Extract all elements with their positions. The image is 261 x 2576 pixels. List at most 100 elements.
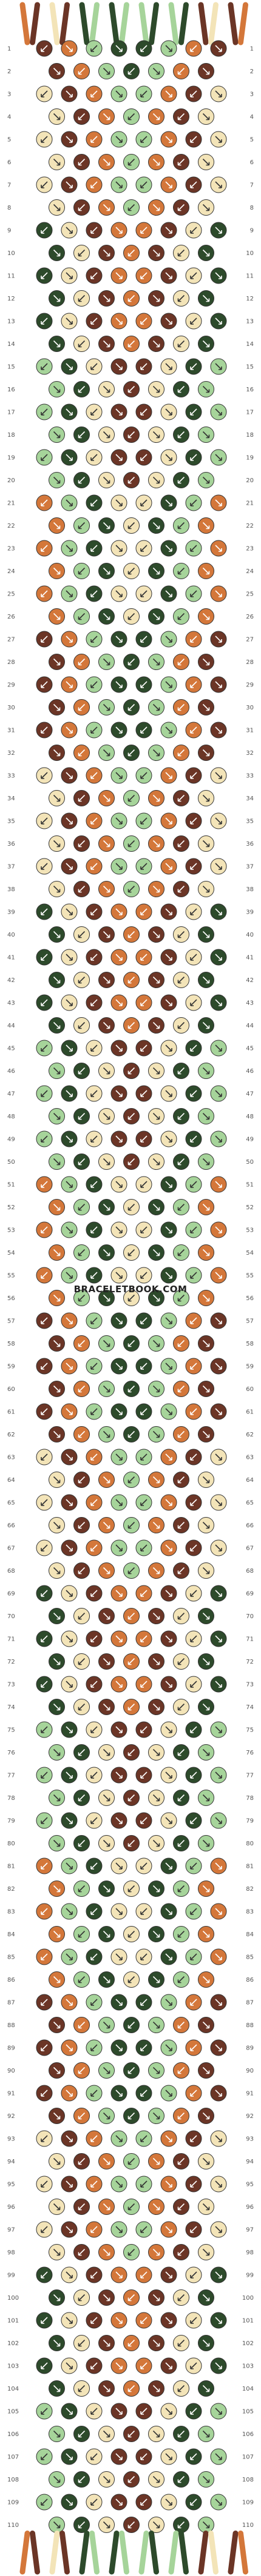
- knot-arrow-icon: [177, 794, 185, 802]
- knot-arrow-icon: [103, 522, 110, 529]
- knot-arrow-icon: [127, 2294, 135, 2302]
- knot-arrow-icon: [78, 1521, 86, 1529]
- row-number-right: 67: [246, 1545, 254, 1552]
- knot-arrow-icon: [127, 1249, 135, 1256]
- knot-arrow-icon: [78, 2294, 86, 2302]
- knot-arrow-icon: [215, 636, 222, 643]
- knot-arrow-icon: [215, 1044, 222, 1052]
- knot-arrow-icon: [90, 954, 98, 961]
- knot-arrow-icon: [90, 1317, 98, 1324]
- knot-arrow-icon: [41, 1999, 48, 2006]
- knot-arrow-icon: [41, 908, 48, 915]
- string-bottom-13: [198, 2531, 209, 2575]
- knot-arrow-icon: [90, 2271, 98, 2279]
- row-number-right: 101: [242, 2318, 254, 2325]
- knot-arrow-icon: [78, 1158, 86, 1166]
- knot-arrow-icon: [165, 681, 172, 688]
- row-number-right: 48: [246, 1114, 254, 1120]
- knot-arrow-icon: [53, 2021, 61, 2029]
- knot-arrow-icon: [115, 1408, 123, 1415]
- row-number-right: 75: [246, 1727, 254, 1734]
- row-number-left: 104: [7, 2386, 19, 2392]
- knot-arrow-icon: [90, 863, 98, 870]
- row-number-right: 45: [246, 1046, 254, 1052]
- knot-arrow-icon: [190, 1681, 197, 1688]
- knot-arrow-icon: [140, 1090, 147, 1097]
- knot-arrow-icon: [165, 1635, 172, 1642]
- string-bottom-4: [59, 2531, 70, 2575]
- knot-arrow-icon: [215, 272, 222, 279]
- row-number-right: 72: [246, 1659, 254, 1665]
- row-number-right: 62: [246, 1432, 254, 1438]
- knot-arrow-icon: [41, 1181, 48, 1188]
- knot-arrow-icon: [127, 1339, 135, 1347]
- knot-arrow-icon: [41, 1272, 48, 1279]
- knot-arrow-icon: [190, 681, 197, 688]
- knot-arrow-icon: [215, 1135, 222, 1143]
- knot-arrow-icon: [103, 2430, 110, 2438]
- knot-arrow-icon: [177, 1339, 185, 1347]
- knot-arrow-icon: [202, 204, 210, 211]
- knot-arrow-icon: [215, 999, 222, 1006]
- knot-arrow-icon: [127, 1839, 135, 1847]
- knot-arrow-icon: [53, 1567, 61, 1575]
- knot-arrow-icon: [90, 90, 98, 98]
- knot-arrow-icon: [202, 522, 210, 529]
- string-top-3: [49, 2, 60, 45]
- row-number-right: 88: [246, 2022, 254, 2029]
- knot-arrow-icon: [202, 2066, 210, 2074]
- row-number-right: 40: [246, 932, 254, 938]
- knot-arrow-icon: [190, 1726, 197, 1733]
- knot-arrow-icon: [103, 1885, 110, 1893]
- knot-arrow-icon: [90, 499, 98, 506]
- knot-arrow-icon: [66, 726, 73, 734]
- knot-arrow-icon: [152, 1885, 160, 1893]
- knot-arrow-icon: [66, 1953, 73, 1960]
- row-number-right: 4: [250, 114, 254, 121]
- knot-arrow-icon: [127, 1521, 135, 1529]
- knot-arrow-icon: [152, 113, 160, 121]
- knot-arrow-icon: [127, 1612, 135, 1620]
- knot-arrow-icon: [90, 1681, 98, 1688]
- knot-arrow-icon: [165, 2135, 172, 2142]
- knot-arrow-icon: [140, 2090, 147, 2097]
- row-number-right: 5: [250, 137, 254, 144]
- knot-arrow-icon: [202, 113, 210, 121]
- row-number-left: 47: [7, 1091, 15, 1098]
- row-number-left: 71: [7, 1636, 15, 1643]
- knot-arrow-icon: [177, 1703, 185, 1711]
- row-number-right: 92: [246, 2113, 254, 2120]
- knot-arrow-icon: [115, 1272, 123, 1279]
- knot-arrow-icon: [103, 113, 110, 121]
- knot-arrow-icon: [165, 45, 172, 52]
- knot-arrow-icon: [215, 1453, 222, 1461]
- row-number-left: 75: [7, 1727, 15, 1734]
- knot-arrow-icon: [78, 476, 86, 484]
- knot-arrow-icon: [190, 1771, 197, 1779]
- knot-arrow-icon: [165, 636, 172, 643]
- row-number-right: 27: [246, 637, 254, 643]
- knot-arrow-icon: [127, 431, 135, 439]
- knot-arrow-icon: [78, 1930, 86, 1938]
- knot-arrow-icon: [115, 1317, 123, 1324]
- knot-arrow-icon: [165, 1726, 172, 1733]
- knot-arrow-icon: [78, 1067, 86, 1075]
- row-number-left: 60: [7, 1386, 15, 1393]
- knot-arrow-icon: [103, 658, 110, 666]
- row-number-right: 82: [246, 1886, 254, 1893]
- row-number-right: 10: [246, 250, 254, 257]
- knot-arrow-icon: [78, 2157, 86, 2165]
- knot-arrow-icon: [78, 158, 86, 166]
- row-number-left: 61: [7, 1409, 15, 1416]
- knot-arrow-icon: [41, 1681, 48, 1688]
- knot-arrow-icon: [90, 1408, 98, 1415]
- knot-arrow-icon: [78, 1567, 86, 1575]
- row-number-left: 86: [7, 1977, 15, 1983]
- knot-arrow-icon: [165, 1090, 172, 1097]
- row-number-left: 7: [7, 182, 11, 189]
- knot-arrow-icon: [202, 1112, 210, 1120]
